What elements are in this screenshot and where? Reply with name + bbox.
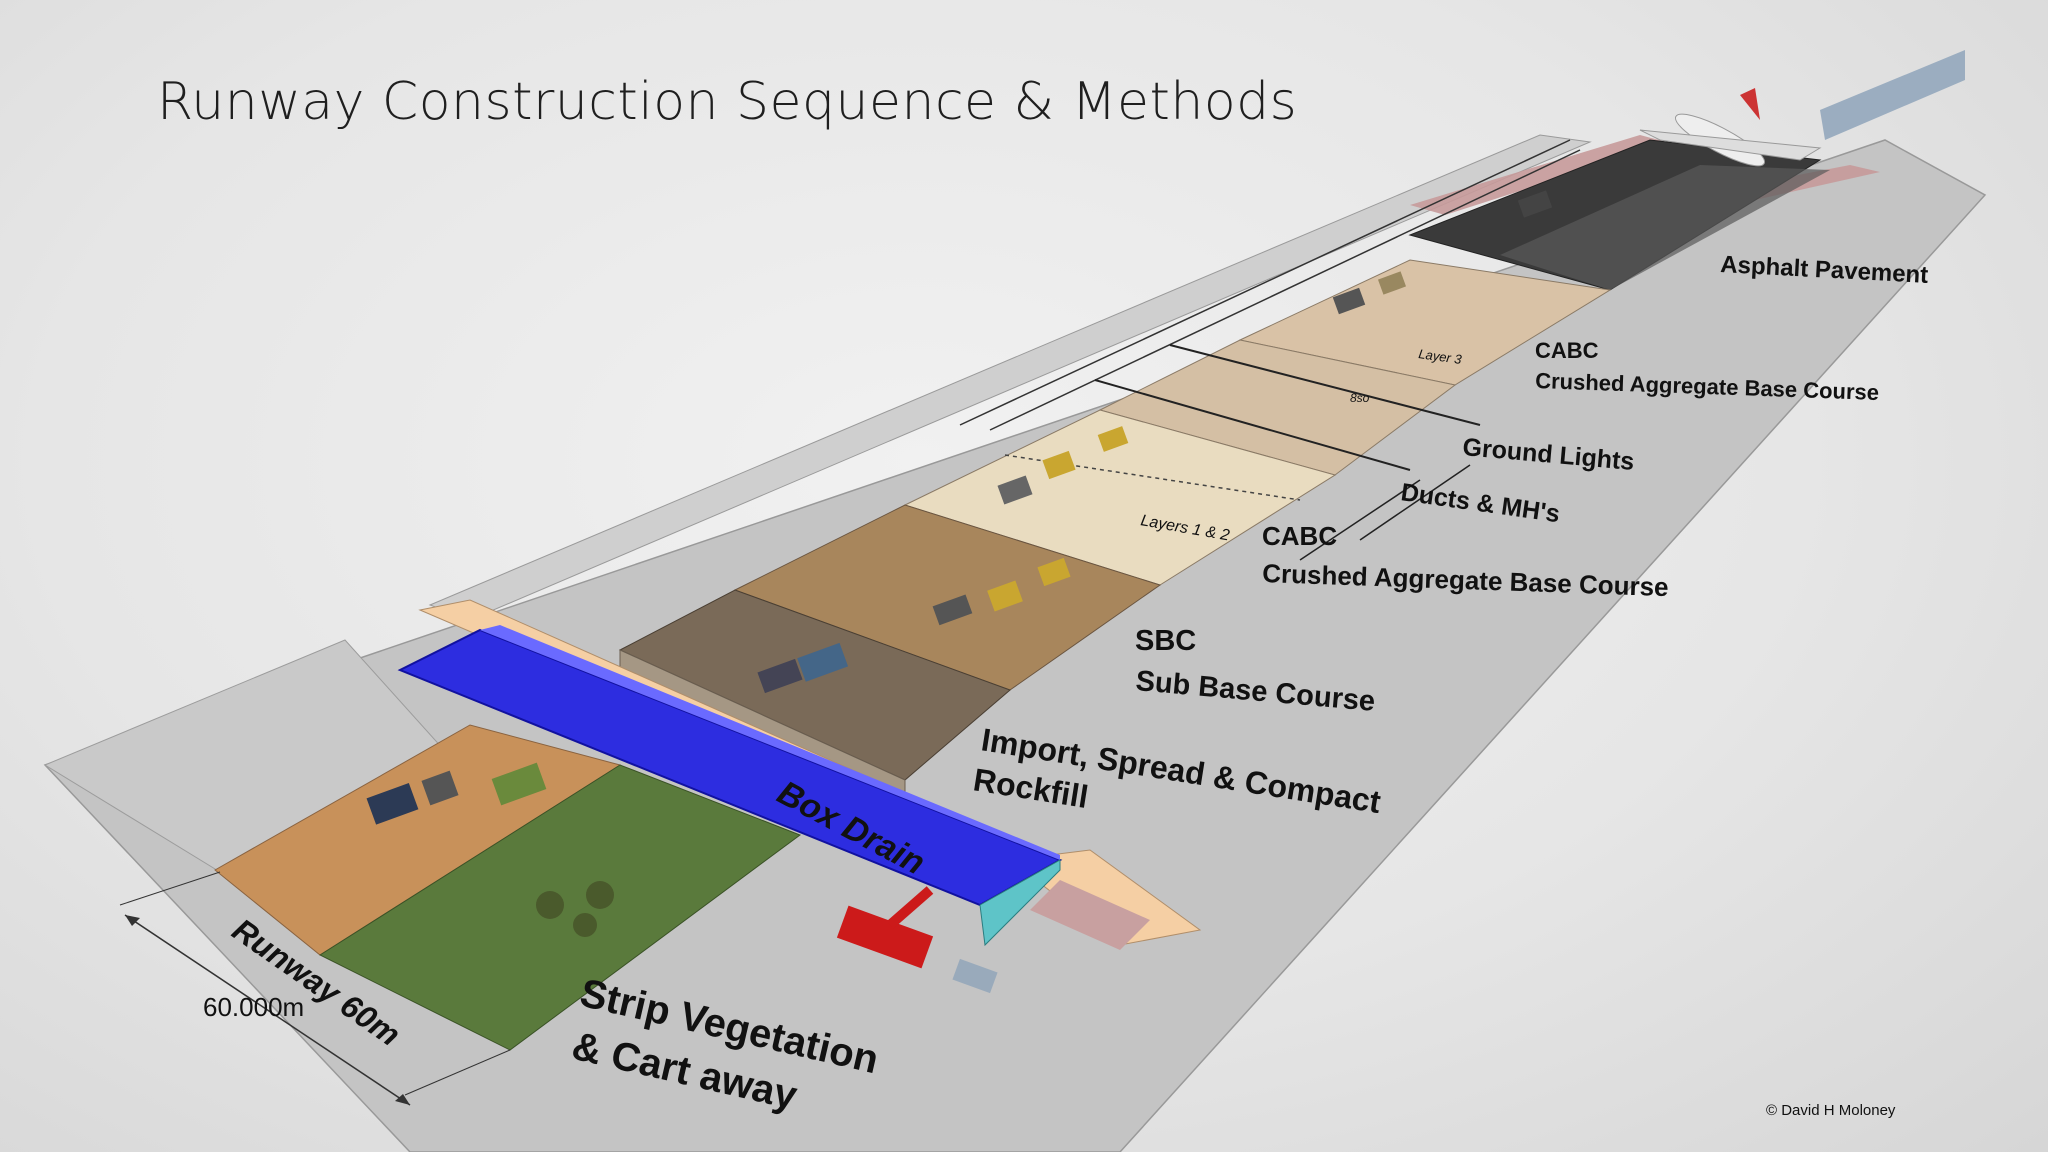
shoulder-pink-top <box>1410 135 1670 215</box>
ground-light-pointer <box>1359 464 1471 541</box>
duct-line <box>959 139 1571 426</box>
label-depth: 8so <box>1350 391 1370 405</box>
equipment-top <box>1332 190 1553 315</box>
dimension-tick <box>119 871 221 906</box>
dimension-tick <box>404 1049 511 1096</box>
label-cabc-mid-1: CABC <box>1262 521 1337 551</box>
label-cabc-top-1: CABC <box>1535 338 1599 363</box>
copyright: © David H Moloney <box>1766 1102 1896 1119</box>
box-drain-pink <box>1030 880 1150 950</box>
equipment-strip <box>366 762 547 825</box>
shrubs <box>536 881 614 937</box>
label-sbc-1: SBC <box>1135 625 1196 657</box>
equipment-sbc <box>932 557 1071 626</box>
terminal-strip <box>1820 50 1965 140</box>
ground-light-line <box>1094 379 1411 471</box>
dimension-arrow <box>125 915 140 926</box>
label-layer3: Layer 3 <box>1418 346 1464 367</box>
equipment-rockfill <box>757 642 849 694</box>
crane <box>836 886 998 994</box>
slide-title: Runway Construction Sequence & Methods <box>157 72 1298 132</box>
duct-line <box>989 149 1581 431</box>
dimension-arrow <box>395 1094 410 1105</box>
ground-light-pointer <box>1299 479 1421 561</box>
box-drain-top <box>480 625 1060 860</box>
box-drain-end <box>979 859 1061 947</box>
equipment-cabc <box>997 426 1129 505</box>
label-dimension: 60.000m <box>203 992 304 1022</box>
asphalt-pavement-grey <box>1500 165 1830 290</box>
aircraft-icon <box>1639 88 1822 167</box>
dimension-line <box>124 914 411 1106</box>
ground-light-line <box>1169 344 1481 426</box>
